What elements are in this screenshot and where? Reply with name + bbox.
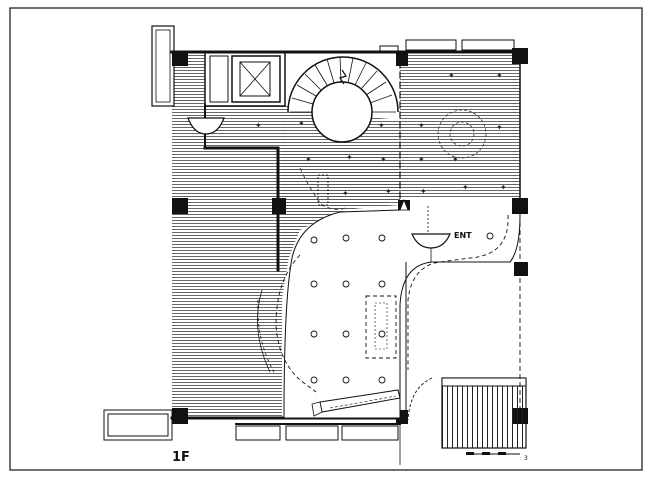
svg-text:✦: ✦ [496,71,503,80]
svg-text:✦: ✦ [496,123,503,132]
round-table [437,109,487,159]
display-table [365,295,397,359]
svg-text:✦: ✦ [298,119,305,128]
svg-text:✦: ✦ [342,189,349,198]
ceiling-lights: ✦ ✦ ✦ ✦ ✦ ✦ ✦ ✦ ✦ ✦ ✦ ✦ ✦ ✦ ✦ ✦ ✦ [255,71,507,198]
svg-text:✦: ✦ [255,121,262,130]
bottom-planters [103,409,399,441]
elevator-core [204,51,286,107]
drawing-frame [9,7,643,471]
elevator-icon [239,61,271,97]
svg-text:✦: ✦ [420,187,427,196]
svg-text:✦: ✦ [305,155,312,164]
downlight-icon [310,232,494,384]
svg-text:✦: ✦ [380,155,387,164]
top-windows [379,39,515,53]
showroom-floor [283,209,521,419]
exterior-stair [407,377,527,449]
floor-hatching [172,52,520,418]
upper-balcony [151,25,175,107]
scale-end-label: 3 [524,455,528,462]
svg-text:✦: ✦ [452,155,459,164]
svg-text:✦: ✦ [418,121,425,130]
svg-text:✦: ✦ [385,187,392,196]
svg-text:✦: ✦ [500,183,507,192]
svg-text:✦: ✦ [378,121,385,130]
svg-text:✦: ✦ [462,183,469,192]
svg-text:✦: ✦ [418,155,425,164]
entrance-label: ENT [454,231,472,240]
basin-icon [187,117,451,262]
spiral-stair-icon [287,56,399,143]
scale-bar: 3 [466,452,528,462]
svg-text:✦: ✦ [448,71,455,80]
reception-counter [311,389,401,417]
svg-text:✦: ✦ [346,153,353,162]
floor-label: 1F [172,450,190,465]
